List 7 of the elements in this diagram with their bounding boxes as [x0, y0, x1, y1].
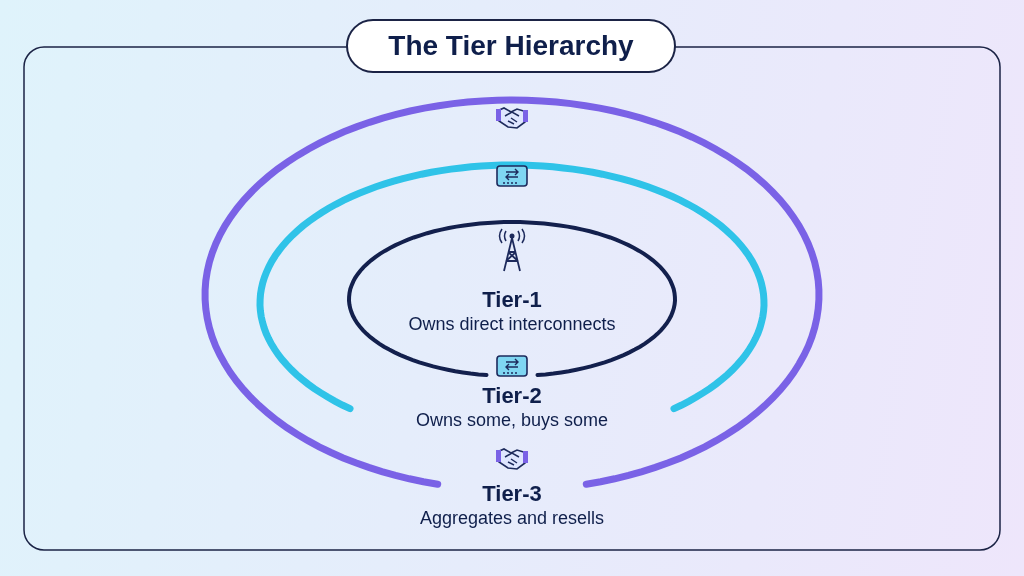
- title-pill: The Tier Hierarchy: [346, 19, 676, 73]
- tier-description: Owns some, buys some: [415, 410, 609, 431]
- tier-description: Aggregates and resells: [419, 508, 605, 529]
- tier-heading: Tier-1: [482, 287, 542, 313]
- tier-heading: Tier-3: [482, 481, 542, 507]
- tier-description: Owns direct interconnects: [408, 314, 616, 335]
- tier-heading: Tier-2: [482, 383, 542, 409]
